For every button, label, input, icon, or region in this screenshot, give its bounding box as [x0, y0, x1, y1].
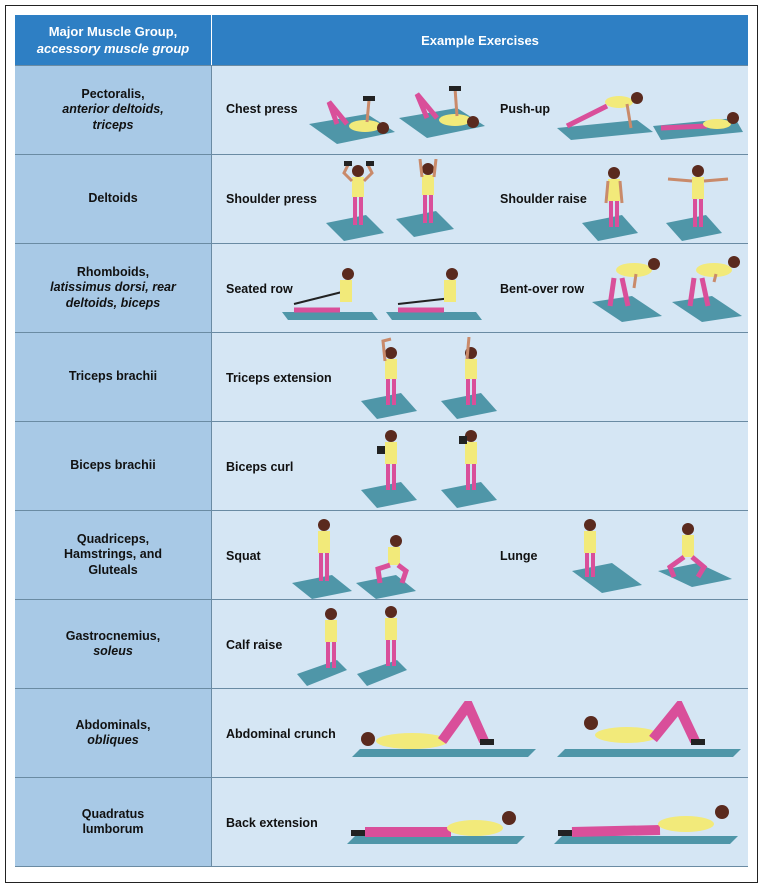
exercise-name: Bent-over row	[500, 282, 585, 296]
lunge-illustration	[572, 519, 732, 593]
muscle-group-cell: Deltoids	[15, 155, 211, 243]
header-exercises-title: Example Exercises	[421, 32, 539, 48]
shoulder-press-illustration	[326, 159, 454, 241]
triceps-extension-illustration	[361, 337, 497, 419]
table-row: Rhomboids, latissimus dorsi, rear deltoi…	[15, 243, 748, 332]
muscle-group-cell: Rhomboids, latissimus dorsi, rear deltoi…	[15, 244, 211, 332]
accessory-muscles: soleus	[93, 644, 133, 658]
exercise-name: Shoulder press	[226, 192, 317, 206]
muscle-group-name: Pectoralis,	[81, 86, 145, 101]
exercise-cell: Abdominal crunch	[211, 689, 748, 777]
abdominal-crunch-illustration	[352, 701, 536, 757]
exercise-cell: Seated row Bent-over row	[211, 244, 748, 332]
table-frame	[5, 5, 758, 883]
header-accessory-title: accessory muscle group	[36, 41, 190, 56]
exercise-name: Chest press	[226, 102, 298, 116]
exercise-name: Shoulder raise	[500, 192, 587, 206]
back-extension-illustration	[347, 811, 525, 844]
muscle-group-name: Rhomboids,	[76, 264, 150, 279]
muscle-group-name: Quadratus lumborum	[81, 806, 145, 837]
muscle-group-cell: Biceps brachii	[15, 422, 211, 510]
table-row: Pectoralis, anterior deltoids, triceps C…	[15, 65, 748, 154]
exercise-cell: Shoulder press Shoulder raise	[211, 155, 748, 243]
exercise-name: Calf raise	[226, 638, 283, 652]
muscle-group-cell: Quadratus lumborum	[15, 778, 211, 866]
exercise-name: Abdominal crunch	[226, 727, 336, 741]
muscle-group-name: Quadriceps, Hamstrings, and Gluteals	[64, 531, 162, 577]
squat-illustration	[292, 519, 416, 599]
table-row: Gastrocnemius, soleus Calf raise	[15, 599, 748, 688]
table-row: Triceps brachii Triceps extension	[15, 332, 748, 421]
exercise-cell: Chest press Push-up	[211, 66, 748, 154]
abdominal-crunch-illustration	[557, 701, 741, 757]
table-row: Quadriceps, Hamstrings, and Gluteals Squ…	[15, 510, 748, 599]
header-muscle-group-title: Major Muscle Group,	[48, 24, 178, 39]
muscle-group-name: Biceps brachii	[70, 458, 156, 473]
muscle-group-name: Gastrocnemius,	[65, 628, 161, 643]
chest-press-illustration	[309, 86, 485, 144]
shoulder-raise-illustration	[582, 165, 729, 241]
muscle-group-cell: Quadriceps, Hamstrings, and Gluteals	[15, 511, 211, 599]
biceps-curl-illustration	[361, 430, 497, 508]
table-bottom-border	[15, 866, 748, 867]
table-row: Deltoids Shoulder press Shoulder raise	[15, 154, 748, 243]
accessory-muscles: latissimus dorsi, rear deltoids, biceps	[50, 280, 176, 310]
muscle-group-cell: Triceps brachii	[15, 333, 211, 421]
exercise-name: Back extension	[226, 816, 318, 830]
exercise-cell: Back extension	[211, 778, 748, 866]
muscle-group-cell: Gastrocnemius, soleus	[15, 600, 211, 688]
exercise-name: Seated row	[226, 282, 293, 296]
header-example-exercises: Example Exercises	[212, 15, 748, 65]
muscle-group-name: Triceps brachii	[68, 369, 158, 384]
exercise-cell: Biceps curl	[211, 422, 748, 510]
muscle-group-name: Abdominals,	[75, 717, 151, 732]
exercise-cell: Triceps extension	[211, 333, 748, 421]
muscle-group-cell: Pectoralis, anterior deltoids, triceps	[15, 66, 211, 154]
exercise-name: Triceps extension	[226, 371, 332, 385]
exercise-name: Biceps curl	[226, 460, 294, 474]
muscle-group-cell: Abdominals, obliques	[15, 689, 211, 777]
table-row: Quadratus lumborum Back extension	[15, 777, 748, 866]
calf-raise-illustration	[297, 606, 407, 686]
back-extension-illustration	[554, 805, 738, 844]
bent-over-row-illustration	[592, 256, 742, 322]
table-row: Abdominals, obliques Abdominal crunch	[15, 688, 748, 777]
push-up-illustration	[557, 92, 743, 140]
accessory-muscles: obliques	[87, 733, 139, 747]
exercise-name: Squat	[226, 549, 261, 563]
exercise-name: Lunge	[500, 549, 538, 563]
header-muscle-group: Major Muscle Group, accessory muscle gro…	[15, 15, 211, 65]
seated-row-illustration	[282, 268, 482, 320]
muscle-group-name: Deltoids	[88, 191, 138, 206]
exercise-cell: Squat Lunge	[211, 511, 748, 599]
table-row: Biceps brachii Biceps curl	[15, 421, 748, 510]
exercise-cell: Calf raise	[211, 600, 748, 688]
accessory-muscles: anterior deltoids, triceps	[62, 102, 164, 132]
exercise-name: Push-up	[500, 102, 550, 116]
